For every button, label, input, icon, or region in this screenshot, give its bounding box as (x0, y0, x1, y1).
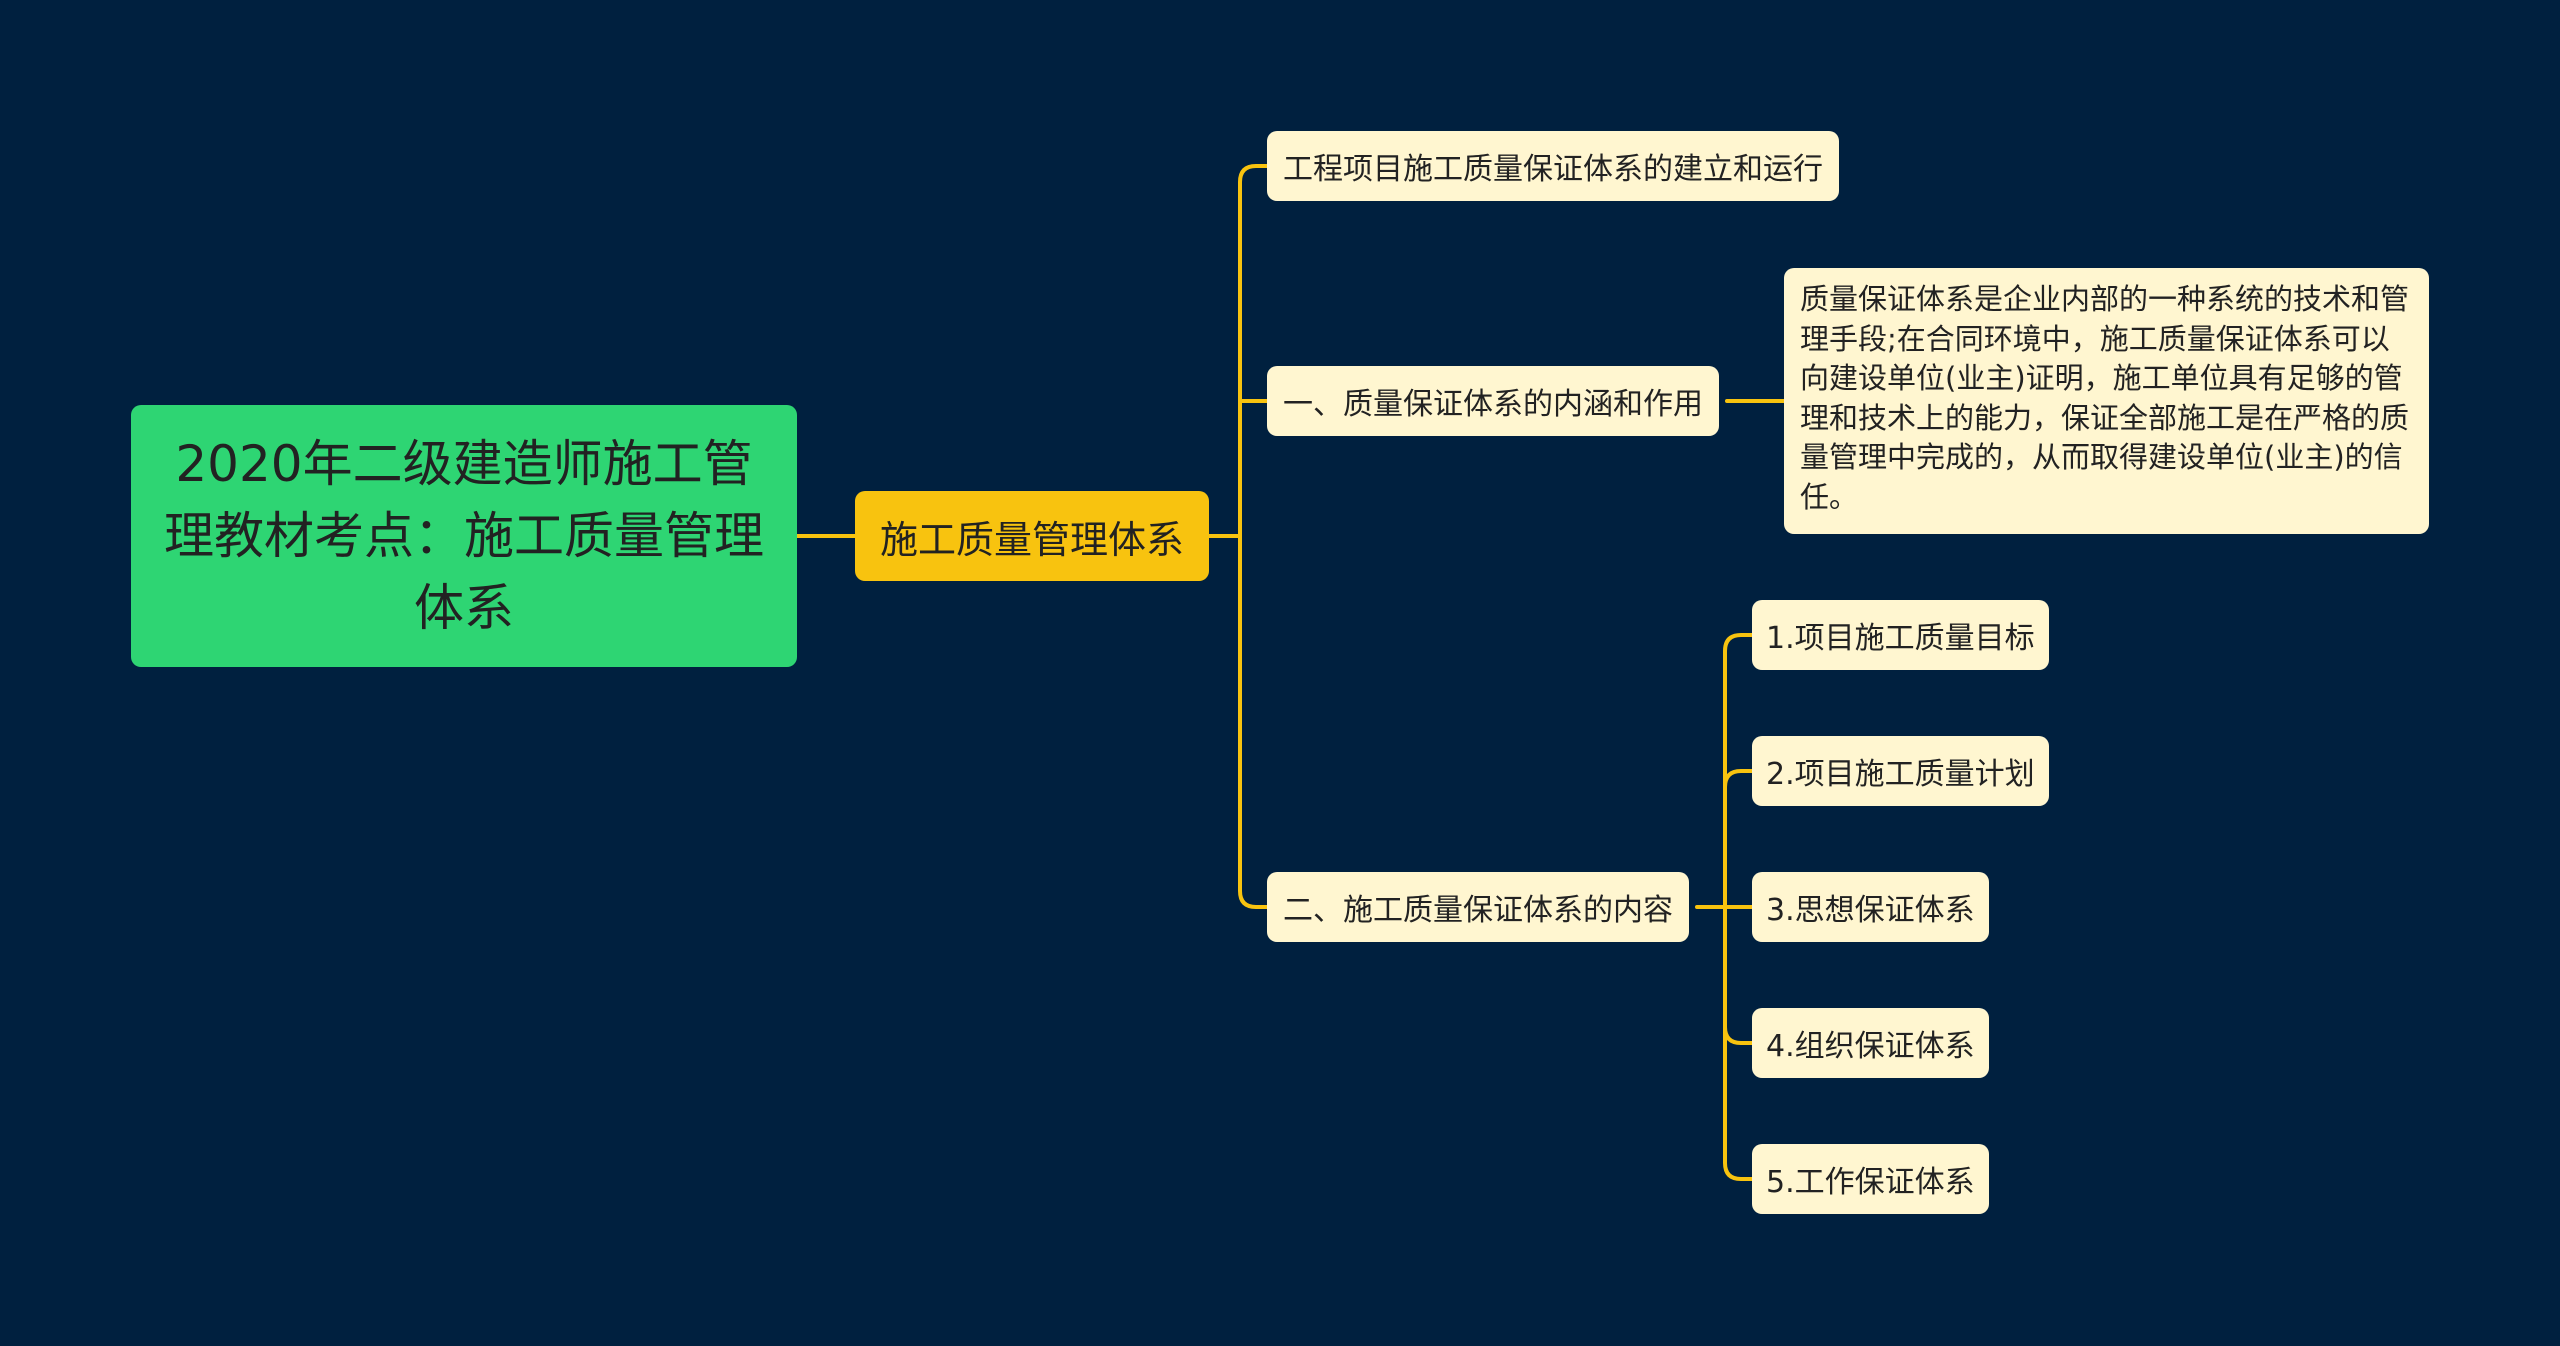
leaf-node-work-system[interactable]: 5.工作保证体系 (1752, 1144, 1989, 1214)
root-topic-node[interactable]: 2020年二级建造师施工管理教材考点：施工质量管理体系 (131, 405, 797, 667)
leaf-node-quality-target[interactable]: 1.项目施工质量目标 (1752, 600, 2049, 670)
branch-node-establish-operate[interactable]: 工程项目施工质量保证体系的建立和运行 (1267, 131, 1839, 201)
branch-label: 工程项目施工质量保证体系的建立和运行 (1283, 152, 1823, 187)
leaf-node-thought-system[interactable]: 3.思想保证体系 (1752, 872, 1989, 942)
connector-branch-3-leaf-2 (1723, 769, 1754, 789)
root-topic-label: 2020年二级建造师施工管理教材考点：施工质量管理体系 (164, 435, 764, 637)
branch-node-system-content[interactable]: 二、施工质量保证体系的内容 (1267, 872, 1689, 942)
main-topic-node[interactable]: 施工质量管理体系 (855, 491, 1209, 581)
branch-label: 一、质量保证体系的内涵和作用 (1283, 387, 1703, 422)
detail-description-node[interactable]: 质量保证体系是企业内部的一种系统的技术和管理手段;在合同环境中，施工质量保证体系… (1784, 268, 2429, 534)
branch-label: 二、施工质量保证体系的内容 (1283, 893, 1673, 928)
leaf-label: 4.组织保证体系 (1766, 1029, 1975, 1064)
leaf-label: 1.项目施工质量目标 (1766, 621, 2035, 656)
leaf-label: 3.思想保证体系 (1766, 893, 1975, 928)
leaf-node-quality-plan[interactable]: 2.项目施工质量计划 (1752, 736, 2049, 806)
connector-main-branch-3 (1238, 534, 1269, 909)
connector-branch-3-leaf-5 (1723, 905, 1754, 1181)
leaf-node-organization-system[interactable]: 4.组织保证体系 (1752, 1008, 1989, 1078)
connector-main-branch-1 (1207, 164, 1269, 538)
leaf-label: 5.工作保证体系 (1766, 1165, 1975, 1200)
leaf-label: 2.项目施工质量计划 (1766, 757, 2035, 792)
main-topic-label: 施工质量管理体系 (879, 517, 1184, 562)
connector-branch-3-leaf-1 (1695, 633, 1754, 909)
connector-branch-3-leaf-4 (1723, 1025, 1754, 1045)
detail-description-text: 质量保证体系是企业内部的一种系统的技术和管理手段;在合同环境中，施工质量保证体系… (1800, 282, 2410, 514)
branch-node-connotation-role[interactable]: 一、质量保证体系的内涵和作用 (1267, 366, 1719, 436)
